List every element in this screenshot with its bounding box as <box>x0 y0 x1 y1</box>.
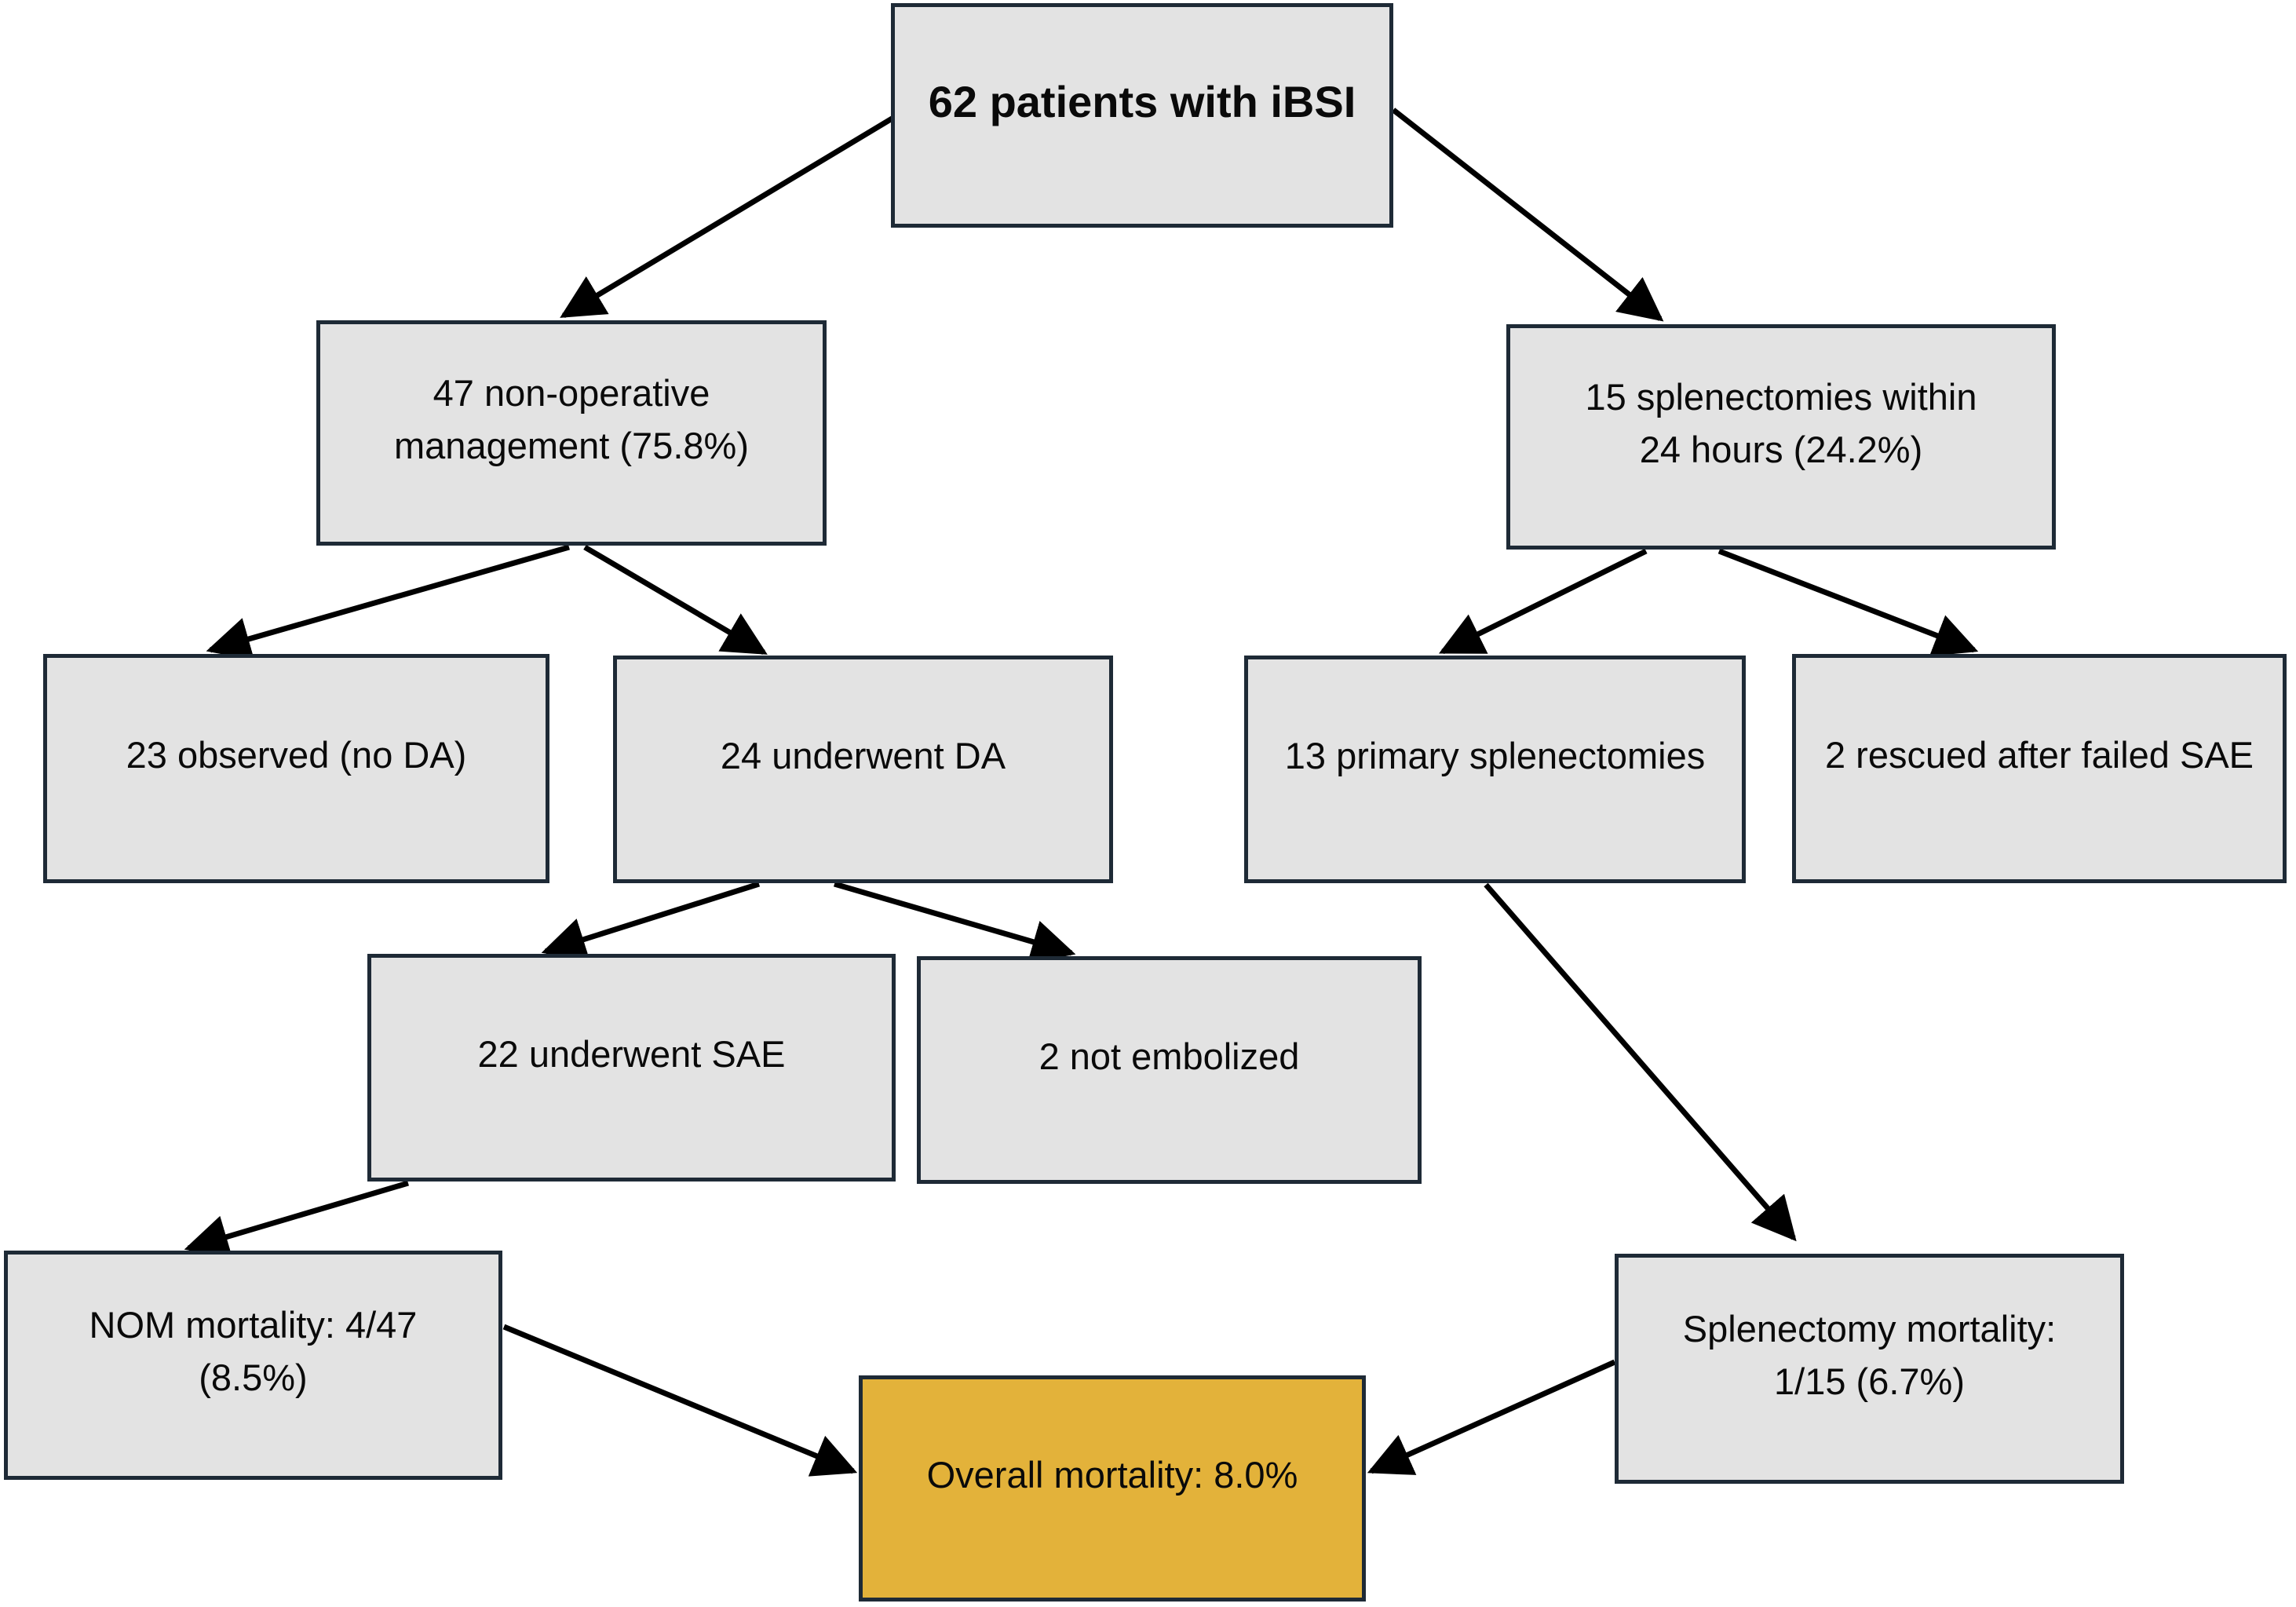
arrow-nom-to-da <box>583 544 768 656</box>
node-underwent-da: 24 underwent DA <box>613 656 1113 883</box>
arrow-root-to-splenectomies <box>1391 108 1664 322</box>
node-splenectomy-mortality: Splenectomy mortality: 1/15 (6.7%) <box>1615 1254 2124 1484</box>
arrow-da-to-sae <box>541 881 761 961</box>
node-not-embolized: 2 not embolized <box>917 956 1422 1184</box>
node-rescued-after-failed-sae: 2 rescued after failed SAE <box>1792 654 2287 883</box>
node-splenectomies-24h: 15 splenectomies within 24 hours (24.2%) <box>1506 324 2056 550</box>
node-overall-mortality: Overall mortality: 8.0% <box>859 1375 1366 1602</box>
arrow-primary-to-splenectomy-mortality <box>1484 882 1797 1242</box>
node-primary-splenectomies: 13 primary splenectomies <box>1244 656 1746 883</box>
node-non-operative-management: 47 non-operative management (75.8%) <box>316 320 827 546</box>
arrow-splenectomy-mortality-to-overall <box>1367 1359 1616 1475</box>
arrow-da-to-not-embolized <box>834 881 1076 963</box>
arrow-nom-mortality-to-overall <box>502 1324 858 1477</box>
node-total-patients: 62 patients with iBSI <box>891 3 1393 228</box>
arrow-splenectomies-to-primary <box>1438 548 1648 655</box>
arrow-sae-to-nom-mortality <box>184 1180 409 1258</box>
node-observed-no-da: 23 observed (no DA) <box>43 654 549 883</box>
node-nom-mortality: NOM mortality: 4/47 (8.5%) <box>4 1251 502 1480</box>
node-underwent-sae: 22 underwent SAE <box>367 954 896 1182</box>
arrow-splenectomies-to-rescued <box>1717 548 1979 656</box>
arrow-nom-to-observed <box>206 544 570 661</box>
arrow-root-to-nom <box>560 115 895 319</box>
